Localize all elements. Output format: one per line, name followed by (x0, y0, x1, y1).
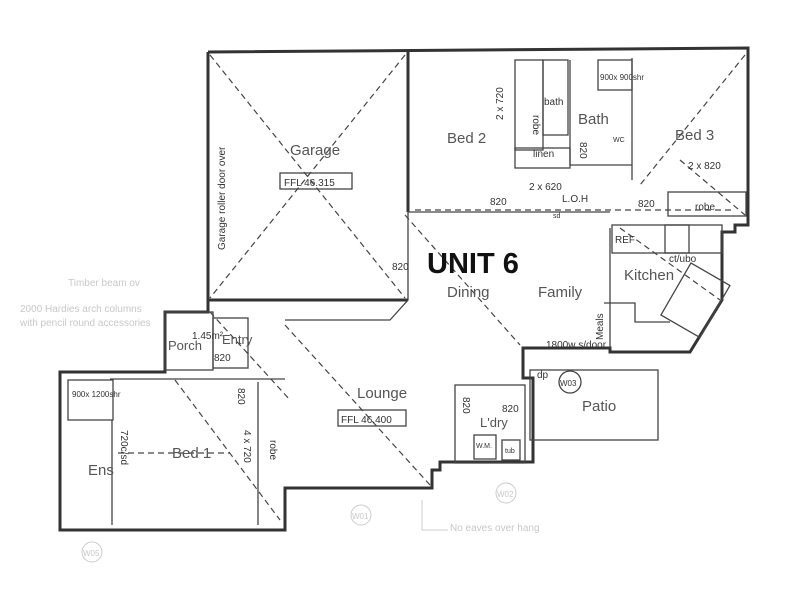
smoke-detector: sd (553, 213, 561, 220)
room-bath: Bath (578, 111, 609, 128)
room-patio: Patio (582, 398, 616, 415)
bed3-robe-doors: 2 x 820 (688, 161, 721, 172)
room-entry: Entry (222, 332, 253, 347)
entry-door: 820 (214, 353, 231, 364)
bed2-robe-doors: 2 x 720 (495, 87, 506, 120)
window-w03: W03 (560, 379, 577, 388)
meals-label: Meals (595, 313, 606, 340)
wm-label: W.M. (476, 443, 492, 450)
columns-note-1: 2000 Hardies arch columns (20, 304, 142, 315)
bath-tub: bath (544, 97, 563, 108)
window-w02: W02 (497, 490, 514, 499)
room-porch: Porch (168, 338, 202, 353)
walls (58, 46, 750, 532)
loh-label: L.O.H (562, 194, 588, 205)
room-ensuite: Ens (88, 462, 114, 479)
dp-label: dp (537, 370, 549, 381)
garage-ffl: FFL 46.315 (284, 178, 335, 189)
bed3-door: 820 (638, 199, 655, 210)
room-laundry: L'dry (480, 415, 508, 430)
bed2-door: 820 (490, 197, 507, 208)
window-w05-marker (81, 541, 103, 563)
ffl-box (279, 172, 353, 190)
room-family: Family (538, 284, 583, 301)
window-w01-marker (350, 504, 372, 526)
laundry-door: 820 (502, 404, 519, 415)
wc-label: WC (613, 137, 625, 144)
linen: linen (533, 149, 554, 160)
ens-door: 720c/sd (118, 430, 129, 465)
room-kitchen: Kitchen (624, 267, 674, 284)
ceiling-lines (118, 54, 746, 521)
room-dining: Dining (447, 284, 490, 301)
window-w01: W01 (352, 512, 369, 521)
bath-shower: 900x 900shr (600, 73, 644, 82)
bed1-robe: robe (267, 440, 278, 460)
dining-door: 820 (392, 262, 409, 273)
ref-label: REF (615, 235, 635, 246)
room-lounge: Lounge (357, 385, 407, 402)
lounge-ffl: FFL 46.400 (341, 415, 392, 426)
timber-beam-note: Timber beam ov (68, 278, 140, 289)
window-w02-marker (495, 482, 517, 504)
linen-doors: 2 x 620 (529, 182, 562, 193)
window-w03-marker (558, 370, 582, 394)
ct-ubo-label: ct/ubo (669, 254, 697, 265)
bed1-door: 820 (235, 388, 246, 405)
no-eaves-note: No eaves over hang (450, 523, 540, 534)
room-bed2: Bed 2 (447, 130, 486, 147)
tub-label: tub (505, 448, 515, 455)
unit-title: UNIT 6 (427, 248, 519, 280)
room-bed1: Bed 1 (172, 445, 211, 462)
ffl-box-lounge (337, 409, 407, 427)
bath-door: 820 (577, 142, 588, 159)
window-w05: W05 (83, 549, 100, 558)
ens-shower: 900x 1200shr (72, 390, 121, 399)
bed1-robe-doors: 4 x 720 (241, 430, 252, 463)
entry-area: 1.45m² (192, 331, 224, 342)
room-garage: Garage (290, 142, 340, 159)
room-bed3: Bed 3 (675, 127, 714, 144)
columns-note-2: with pencil round accessories (19, 318, 151, 329)
bed3-robe: robe (695, 202, 715, 213)
garage-door-note: Garage roller door over (217, 146, 228, 250)
bed2-robe: robe (530, 115, 541, 135)
sliding-door: 1800w s/door (546, 340, 607, 351)
laundry-side-door: 820 (460, 397, 471, 414)
